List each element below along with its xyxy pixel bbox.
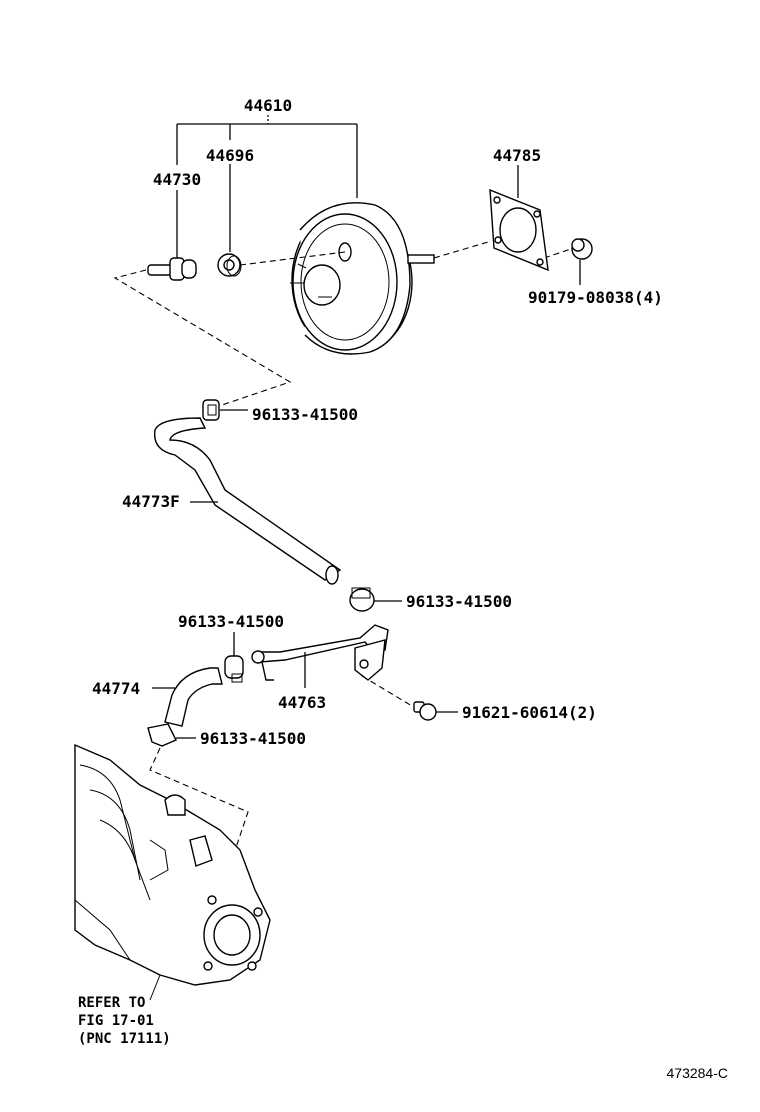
label-nut: 90179-08038(4) xyxy=(528,288,663,307)
figure-id: 473284-C xyxy=(667,1065,729,1081)
label-pipe: 44763 xyxy=(278,693,326,712)
nut xyxy=(571,238,593,285)
clip-left xyxy=(224,632,244,683)
label-booster-assembly: 44610 xyxy=(244,96,292,115)
brake-booster xyxy=(290,202,435,355)
label-bolt: 91621-60614(2) xyxy=(462,703,597,722)
check-valve xyxy=(147,257,197,281)
label-clip-mid: 96133-41500 xyxy=(406,592,512,611)
reference-line-3: (PNC 17111) xyxy=(78,1031,171,1047)
intake-manifold xyxy=(74,743,271,1001)
label-hose-main: 44773F xyxy=(122,492,180,511)
label-grommet: 44696 xyxy=(206,146,254,165)
clip-upper xyxy=(202,399,248,421)
clip-mid xyxy=(349,587,402,612)
hose-main xyxy=(153,417,342,585)
pipe xyxy=(251,624,389,688)
hose-short xyxy=(152,667,223,727)
clip-lower xyxy=(147,723,196,747)
label-hose-short: 44774 xyxy=(92,679,140,698)
label-check-valve: 44730 xyxy=(153,170,201,189)
reference-line-2: FIG 17-01 xyxy=(78,1013,154,1029)
reference-line-1: REFER TO xyxy=(78,995,145,1011)
label-clip-upper: 96133-41500 xyxy=(252,405,358,424)
label-clip-left: 96133-41500 xyxy=(178,612,284,631)
gasket xyxy=(489,165,549,272)
assembly-bracket xyxy=(176,115,358,258)
label-gasket: 44785 xyxy=(493,146,541,165)
bolt xyxy=(361,675,458,721)
grommet xyxy=(217,253,242,277)
label-clip-lower: 96133-41500 xyxy=(200,729,306,748)
